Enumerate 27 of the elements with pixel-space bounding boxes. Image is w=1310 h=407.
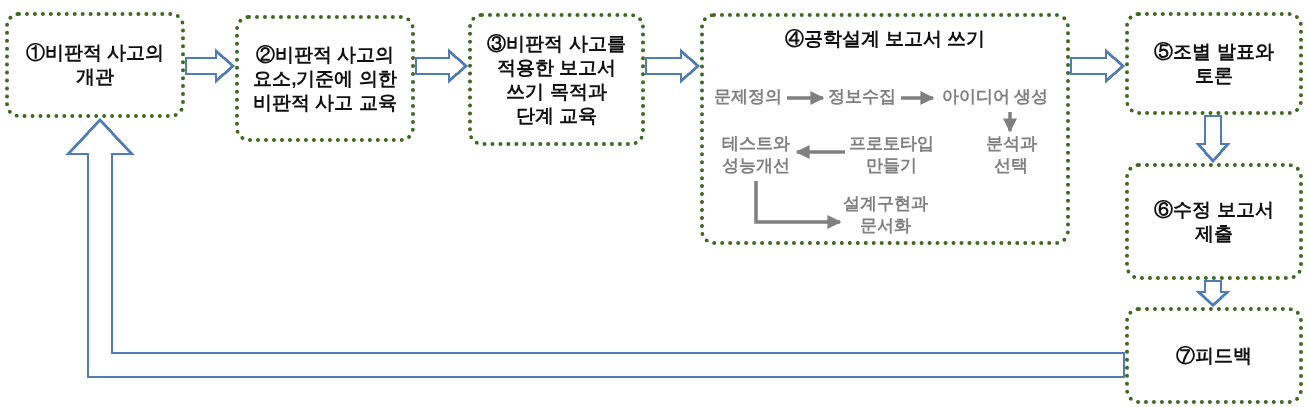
arrow — [65, 118, 1125, 378]
arrow — [795, 145, 845, 159]
step-text: 분석과 선택 — [983, 133, 1039, 179]
arrow — [1070, 48, 1125, 84]
arrow — [754, 181, 842, 229]
arrow — [1195, 280, 1231, 307]
step-text: 테스트와 성능개선 — [718, 133, 794, 179]
step-text: 설계구현과 문서화 — [842, 193, 928, 239]
process-box: ③비판적 사고를 적용한 보고서 쓰기 목적과 단계 교육 — [468, 13, 645, 146]
step-text: 문제정의 — [712, 86, 784, 110]
arrow — [1003, 112, 1017, 133]
process-box: ⑤조별 발표와 토론 — [1125, 12, 1303, 115]
process-box — [700, 13, 1070, 245]
arrow — [901, 91, 935, 105]
arrow — [1195, 115, 1231, 163]
arrow — [185, 48, 235, 84]
step-text: 아이디어 생성 — [936, 86, 1054, 110]
process-box: ②비판적 사고의 요소,기준에 의한 비판적 사고 교육 — [235, 15, 415, 142]
box-title: ④공학설계 보고서 쓰기 — [783, 27, 987, 51]
arrow — [415, 48, 468, 84]
arrow — [787, 91, 825, 105]
step-text: 정보수집 — [826, 86, 898, 110]
arrow — [645, 48, 700, 84]
process-box: ⑦피드백 — [1125, 307, 1303, 404]
process-box: ⑥수정 보고서 제출 — [1125, 163, 1303, 280]
step-text: 프로토타입 만들기 — [848, 133, 934, 179]
process-box: ①비판적 사고의 개관 — [5, 12, 185, 118]
